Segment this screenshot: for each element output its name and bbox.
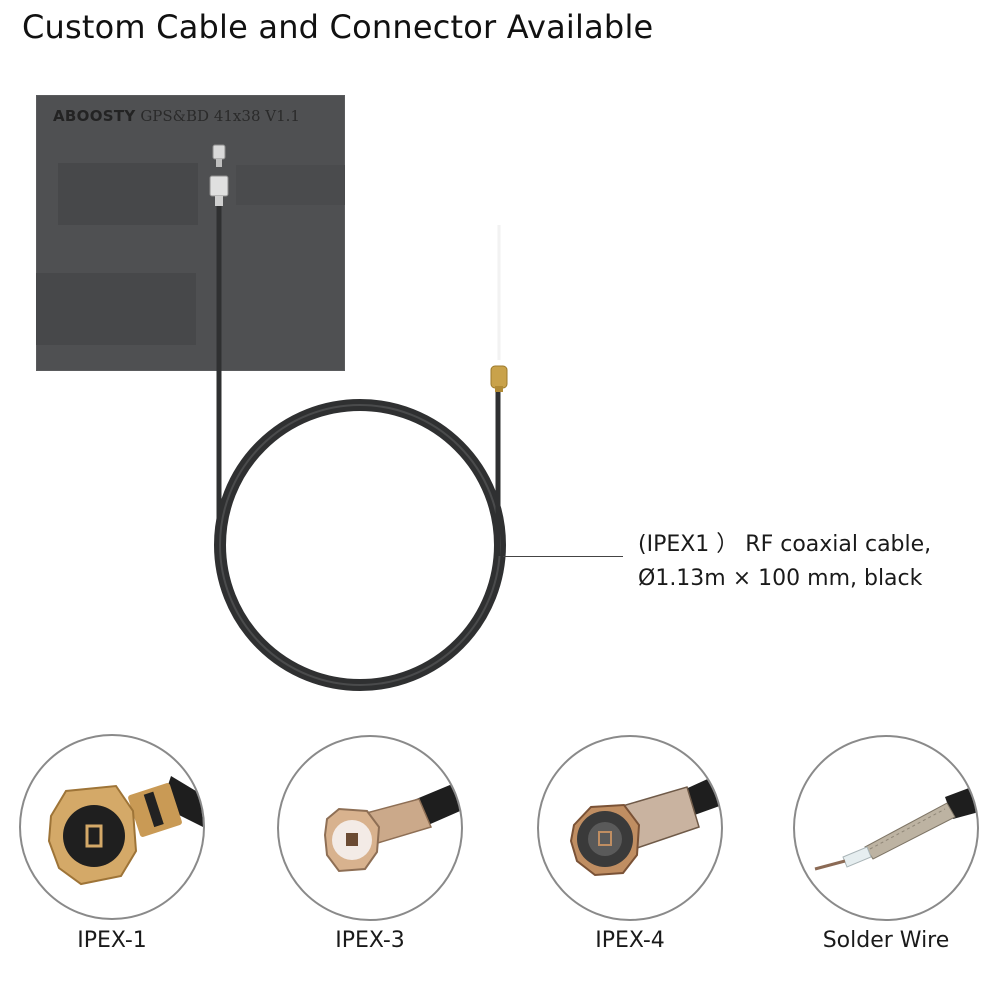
connector-option-ipex4 [537,735,723,921]
panel-connector-icon [209,144,229,206]
callout-line-1: (IPEX1 ） RF coaxial cable, [638,532,932,557]
antenna-pattern [36,273,196,345]
solder-wire-icon [814,785,977,871]
antenna-panel: ABOOSTY GPS&BD 41x38 V1.1 [36,95,345,371]
page-title: Custom Cable and Connector Available [22,8,654,46]
connector-option-solder-wire [793,735,979,921]
ipex-connector-icon [490,365,508,392]
brand-name: ABOOSTY [53,107,136,125]
connector-option-ipex3 [277,735,463,921]
model-name: GPS&BD 41x38 V1.1 [140,107,300,125]
connector-label-ipex3: IPEX-3 [335,928,405,953]
connector-label-ipex4: IPEX-4 [595,928,665,953]
connector-label-ipex1: IPEX-1 [77,928,147,953]
ipex3-connector-icon [323,780,461,873]
antenna-label: ABOOSTY GPS&BD 41x38 V1.1 [53,107,300,125]
callout-line-2: Ø1.13m × 100 mm, black [638,566,923,591]
connector-label-solder-wire: Solder Wire [822,928,950,953]
cable-spec-callout: (IPEX1 ） RF coaxial cable, Ø1.13m × 100 … [638,528,931,596]
antenna-pattern [236,165,345,205]
callout-leader-line [503,556,623,557]
coax-cable-illustration [209,144,508,691]
antenna-pattern [58,163,198,225]
ipex4-connector-icon [569,772,721,877]
connector-option-ipex1 [19,734,205,920]
ipex1-connector-icon [47,776,203,886]
